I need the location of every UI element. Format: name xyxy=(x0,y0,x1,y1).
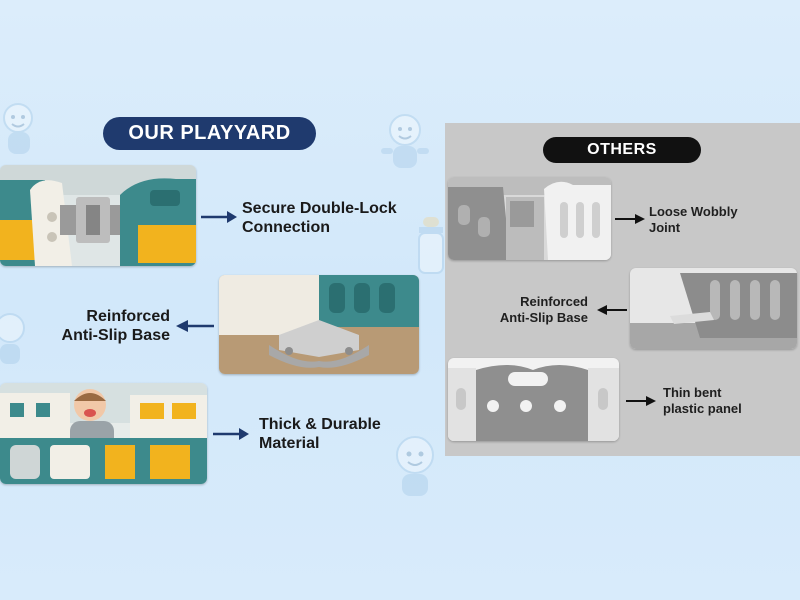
thick-durable-material-photo xyxy=(0,383,207,484)
others-feature-2-line2: Anti-Slip Base xyxy=(499,309,588,325)
baby-doodle-icon xyxy=(381,114,429,168)
baby-doodle-icon xyxy=(3,103,33,154)
ours-feature-2-line2: Anti-Slip Base xyxy=(61,327,170,345)
others-feature-2-line1: Reinforced xyxy=(520,294,588,309)
arrow-left-icon xyxy=(597,305,627,315)
arrow-right-icon xyxy=(213,428,249,440)
ours-feature-3-caption: Thick & Durable Material xyxy=(259,415,381,453)
others-feature-1-caption: Loose Wobbly Joint xyxy=(649,204,738,235)
ours-feature-1-line2: Connection xyxy=(242,219,330,237)
baby-doodle-icon xyxy=(396,436,434,496)
ours-feature-2-line1: Reinforced xyxy=(86,308,170,325)
double-lock-photo xyxy=(0,165,196,266)
baby-bottle-doodle-icon xyxy=(418,217,444,274)
ours-feature-1-caption: Secure Double-Lock Connection xyxy=(242,199,397,237)
others-feature-1-line1: Loose Wobbly xyxy=(649,204,738,219)
ours-feature-2-caption: Reinforced Anti-Slip Base xyxy=(50,307,170,345)
thin-panel-photo xyxy=(448,358,619,441)
loose-joint-photo xyxy=(448,177,611,260)
others-feature-2-caption: Reinforced Anti-Slip Base xyxy=(478,294,588,325)
ours-feature-3-line1: Thick & Durable xyxy=(259,416,381,433)
our-playyard-heading: OUR PLAYYARD xyxy=(103,117,316,150)
anti-slip-base-photo xyxy=(219,275,419,374)
baby-doodle-icon xyxy=(0,313,25,364)
arrow-right-icon xyxy=(615,214,645,224)
others-feature-3-caption: Thin bent plastic panel xyxy=(663,385,742,416)
others-feature-3-line2: plastic panel xyxy=(663,400,742,416)
others-feature-3-line1: Thin bent xyxy=(663,385,722,400)
arrow-right-icon xyxy=(626,396,656,406)
others-feature-1-line2: Joint xyxy=(649,219,681,235)
ours-feature-1-line1: Secure Double-Lock xyxy=(242,200,397,217)
arrow-right-icon xyxy=(201,211,237,223)
ours-feature-3-line2: Material xyxy=(259,435,320,453)
others-heading: OTHERS xyxy=(543,137,701,163)
others-base-photo xyxy=(630,268,797,349)
arrow-left-icon xyxy=(176,320,214,332)
